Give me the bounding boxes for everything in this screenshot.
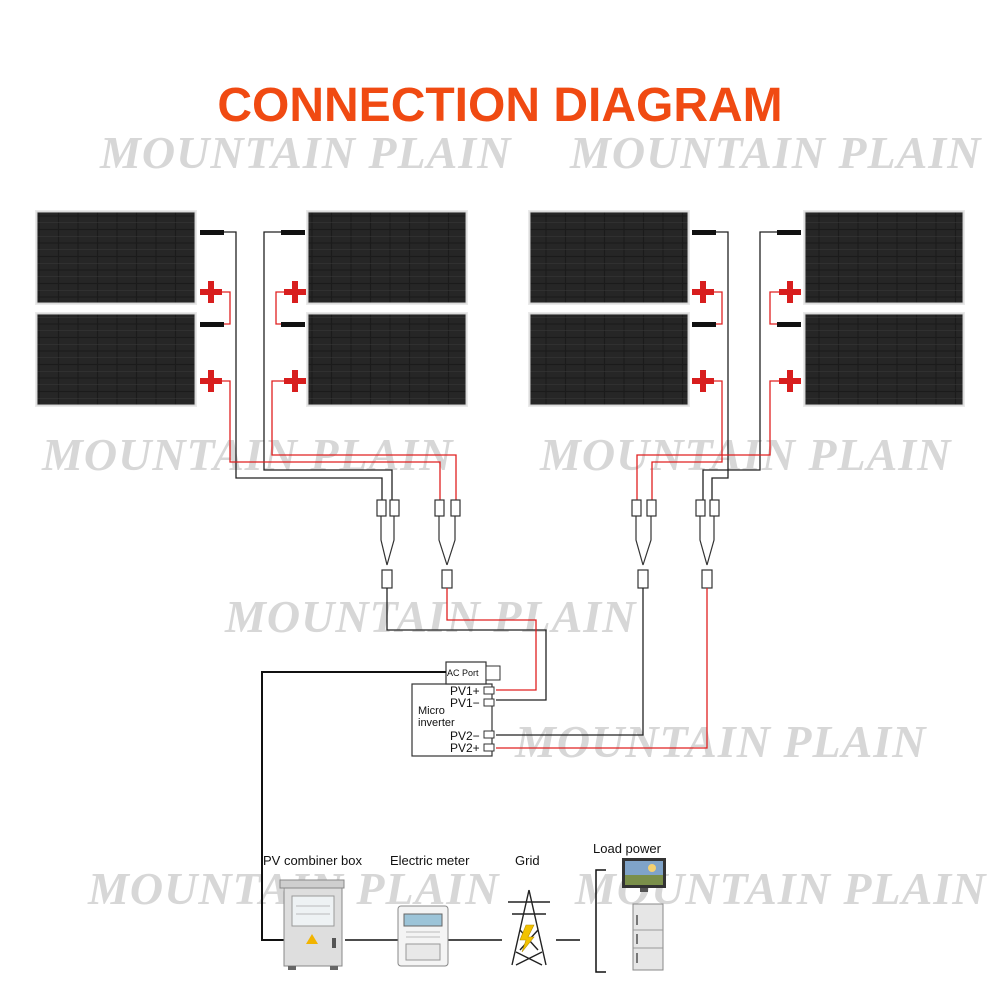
pv1-negative-wire: [386, 588, 547, 701]
refrigerator-icon: [632, 903, 664, 971]
pv2-minus-label: PV2−: [450, 729, 480, 743]
electric-meter-icon: [397, 905, 449, 967]
solar-panel-4: [306, 312, 468, 407]
watermark: MOUNTAIN PLAIN: [225, 591, 637, 642]
solar-panel-3: [306, 210, 468, 305]
positive-terminal-icon: [200, 281, 801, 392]
solar-panel-8: [803, 312, 965, 407]
negative-wire: [224, 231, 777, 500]
inverter-name-line2: inverter: [418, 717, 455, 729]
positive-wire: [222, 380, 779, 500]
pv2-plus-label: PV2+: [450, 741, 480, 755]
pv1-positive-wire: [446, 588, 537, 691]
watermark: MOUNTAIN PLAIN: [570, 127, 982, 178]
y-branch-connector: [376, 499, 720, 589]
solar-panel-1: [35, 210, 197, 305]
tv-icon: [622, 858, 666, 892]
series-jumper: [222, 291, 779, 325]
solar-panel-5: [528, 210, 690, 305]
pv2-positive-wire: [496, 588, 708, 749]
combiner-box-label: PV combiner box: [263, 853, 362, 868]
electric-meter-label: Electric meter: [390, 853, 470, 868]
watermark: MOUNTAIN PLAIN: [515, 716, 927, 767]
solar-panel-2: [35, 312, 197, 407]
negative-terminal-icon: [200, 230, 801, 327]
ac-output-wire: [261, 671, 446, 941]
grid-tower-icon: [508, 889, 550, 966]
load-power-label: Load power: [593, 841, 661, 856]
solar-panel-7: [803, 210, 965, 305]
grid-label: Grid: [515, 853, 540, 868]
micro-inverter: [411, 661, 501, 757]
watermark: MOUNTAIN PLAIN: [100, 127, 512, 178]
page-title: CONNECTION DIAGRAM: [217, 79, 783, 132]
pv-combiner-box-icon: [279, 879, 345, 970]
solar-panel-6: [528, 312, 690, 407]
pv1-minus-label: PV1−: [450, 696, 480, 710]
pv2-negative-wire: [496, 588, 644, 736]
pv1-plus-label: PV1+: [450, 684, 480, 698]
inverter-name-line1: Micro: [418, 705, 445, 717]
ac-port-label: AC Port: [447, 668, 479, 678]
load-bracket: [595, 869, 606, 973]
